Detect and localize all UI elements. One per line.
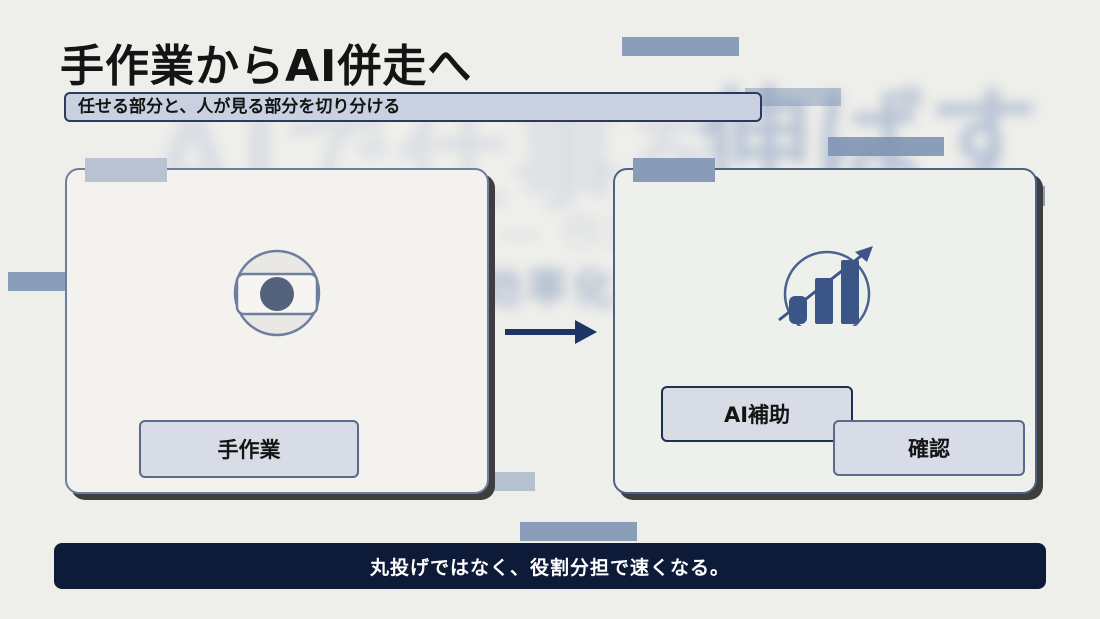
decor-bar [520, 522, 637, 541]
ai-assist-panel: AI補助 確認 [613, 158, 1037, 494]
growth-chart-icon [775, 242, 879, 338]
panel-tab [85, 158, 167, 182]
confirm-label: 確認 [833, 420, 1025, 476]
right-arrow-icon [505, 318, 597, 350]
ai-assist-label: AI補助 [661, 386, 853, 442]
decor-bar [745, 88, 841, 106]
manual-work-panel: 手作業 [65, 158, 489, 494]
decor-bar [1035, 186, 1045, 206]
manual-work-label: 手作業 [139, 420, 359, 478]
panel-tab [633, 158, 715, 182]
decor-bar [8, 272, 68, 291]
decor-bar [828, 137, 944, 156]
camera-icon [232, 248, 322, 342]
slide-subtitle: 任せる部分と、人が見る部分を切り分ける [64, 92, 762, 122]
decor-bar [622, 37, 739, 56]
slide-title: 手作業からAI併走へ [60, 41, 473, 92]
key-message-bar: 丸投げではなく、役割分担で速くなる。 [54, 543, 1046, 589]
decor-bar [487, 472, 535, 491]
